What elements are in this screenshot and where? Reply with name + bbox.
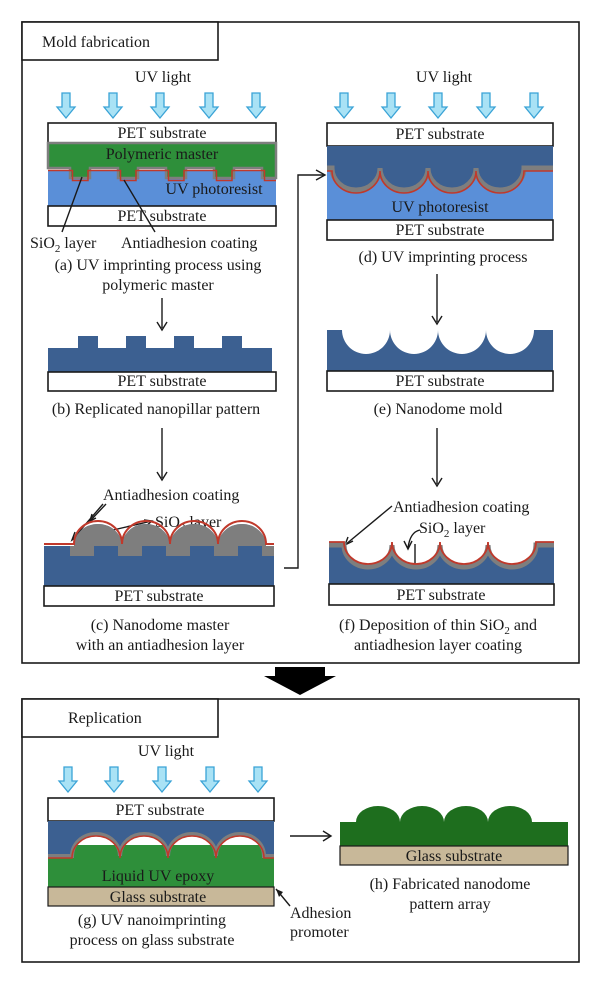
sio2-label-a: SiO2 layer [30,235,97,255]
uv-arrows-g [58,766,268,793]
pet-substrate-bottom-a [47,205,277,227]
pet-substrate-f-label: PET substrate [396,587,485,604]
replication-title: Replication [68,710,142,727]
dome-antiadhesion-g [48,835,274,859]
mold-fabrication-tab [21,21,219,61]
adhesion-promoter-label-1: Adhesion [290,905,351,922]
liquid-uv-epoxy-label: Liquid UV epoxy [102,868,215,885]
pet-substrate-b-label: PET substrate [117,373,206,390]
dome-antiadhesion-d [327,170,553,194]
glass-substrate-g [47,886,275,907]
antiadhesion-line-a [48,169,276,182]
liquid-epoxy-g [48,845,274,887]
nanodome-sio2-c [44,524,274,556]
adhesion-promoter-label-2: promoter [290,924,349,941]
pet-substrate-top-d-label: PET substrate [395,126,484,143]
antiadhesion-pointer-f [344,505,393,546]
caption-f-line1: (f) Deposition of thin SiO2 and [339,617,537,637]
uv-photoresist-label-a: UV photoresist [165,181,263,198]
dome-antiadhesion-f [329,541,554,565]
sio2-label-f: SiO2 layer [419,520,486,540]
replication-frame [21,698,580,963]
nanodome-antiadhesion-c [44,520,274,545]
flow-connector-c-d [284,174,324,569]
adhesion-promoter-arrowhead [276,889,283,897]
nanodome-mold-e [327,330,553,371]
pet-substrate-f [328,583,555,606]
caption-a-line1: (a) UV imprinting process using [55,257,262,274]
uv-light-label-d: UV light [416,69,473,86]
sio2-pointer-f [407,529,421,549]
pet-substrate-g-label: PET substrate [115,802,204,819]
glass-substrate-h-label: Glass substrate [406,848,502,865]
antiadhesion-label-c: Antiadhesion coating [103,487,239,504]
caption-e: (e) Nanodome mold [374,401,503,418]
caption-d: (d) UV imprinting process [358,249,527,266]
caption-h-line2: pattern array [409,896,490,913]
nanodome-mold-f [329,544,554,584]
antiadhesion-pointer-a [123,179,156,233]
polymeric-master-a [46,141,278,180]
uv-arrows-a [56,92,266,119]
polymeric-master-label: Polymeric master [106,146,219,163]
caption-a-line2: polymeric master [102,277,214,294]
mold-fabrication-title: Mold fabrication [42,34,150,51]
caption-f-line2: antiadhesion layer coating [354,637,522,654]
caption-c-line2: with an antiadhesion layer [76,637,245,654]
antiadhesion-label-a: Antiadhesion coating [121,235,257,252]
caption-b: (b) Replicated nanopillar pattern [52,401,260,418]
caption-g-line2: process on glass substrate [70,932,235,949]
pet-substrate-b [47,371,277,392]
fabricated-nanodome-array-h [340,806,568,846]
pet-substrate-top-a-label: PET substrate [117,125,206,142]
caption-h-line1: (h) Fabricated nanodome [370,876,531,893]
glass-substrate-h [339,845,569,866]
big-down-arrow [264,667,336,695]
pet-substrate-e [326,370,554,392]
caption-c-line1: (c) Nanodome master [91,617,230,634]
dome-sio2-d [327,165,553,193]
pet-substrate-bottom-d [326,219,554,241]
caption-g-line1: (g) UV nanoimprinting [78,912,226,929]
mold-fabrication-frame [21,21,580,664]
glass-substrate-g-label: Glass substrate [110,889,206,906]
pet-substrate-c [43,585,275,607]
pet-substrate-bottom-a-label: PET substrate [117,208,206,225]
uv-light-label-g: UV light [138,743,195,760]
uv-light-label-a: UV light [135,69,192,86]
replication-tab [21,698,219,738]
uv-arrows-d [334,92,544,119]
uv-photoresist-label-d: UV photoresist [391,199,489,216]
pet-substrate-e-label: PET substrate [395,373,484,390]
pet-substrate-c-label: PET substrate [114,588,203,605]
antiadhesion-pointer-c2 [89,503,107,522]
antiadhesion-label-f: Antiadhesion coating [393,499,529,516]
nanopillar-pattern-b [48,336,272,372]
pet-substrate-bottom-d-label: PET substrate [395,222,484,239]
sio2-pointer-a [61,176,83,233]
